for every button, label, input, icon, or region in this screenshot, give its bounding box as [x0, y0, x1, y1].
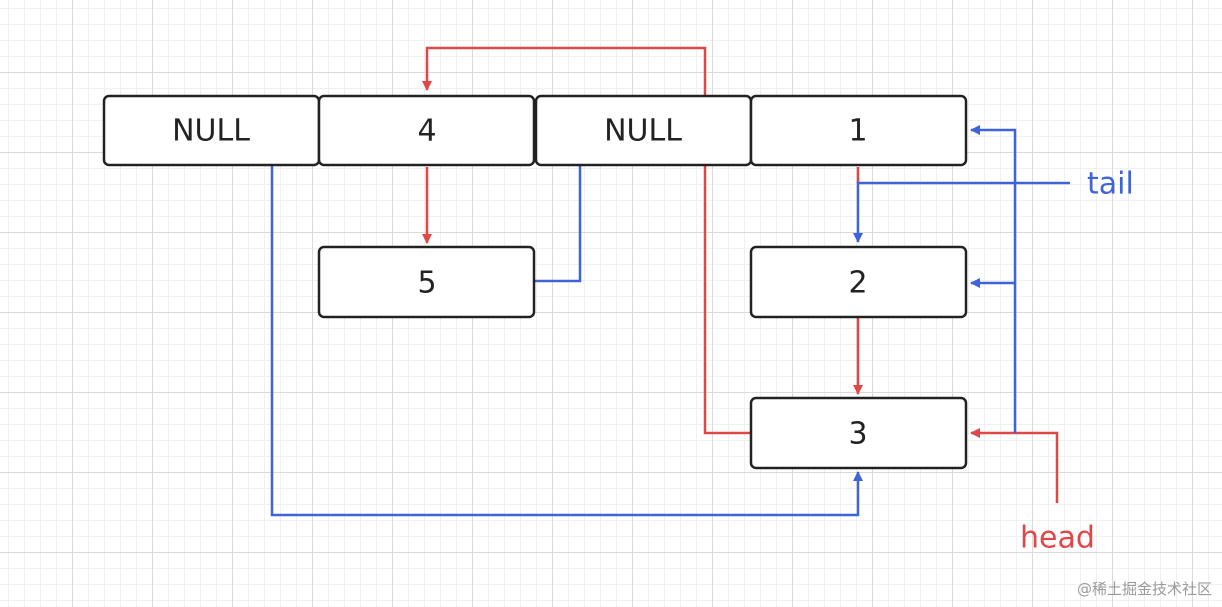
- node-2: 2: [749, 245, 968, 319]
- node-null-mid: NULL: [534, 94, 753, 167]
- node-2-label: 2: [848, 266, 867, 301]
- node-4-label: 4: [417, 114, 436, 149]
- node-1-label: 1: [848, 114, 867, 149]
- red-arrow-3-to-4: [422, 46, 750, 435]
- node-4: 4: [317, 94, 536, 167]
- red-head-pointer: [970, 428, 1059, 503]
- head-label: head: [1020, 521, 1095, 556]
- node-null-mid-label: NULL: [604, 114, 682, 149]
- node-3-label: 3: [848, 417, 867, 452]
- node-3: 3: [749, 396, 968, 470]
- tail-label: tail: [1087, 167, 1134, 202]
- node-null-left: NULL: [102, 94, 321, 167]
- watermark: @稀土掘金技术社区: [1076, 580, 1212, 598]
- node-5-label: 5: [417, 266, 436, 301]
- node-1: 1: [749, 94, 968, 167]
- blue-tail-pointer: [853, 181, 1070, 243]
- blue-arrow-3-to-1: [970, 125, 1017, 433]
- red-connectors: [422, 46, 1059, 503]
- node-null-left-label: NULL: [172, 114, 250, 149]
- node-5: 5: [317, 245, 536, 319]
